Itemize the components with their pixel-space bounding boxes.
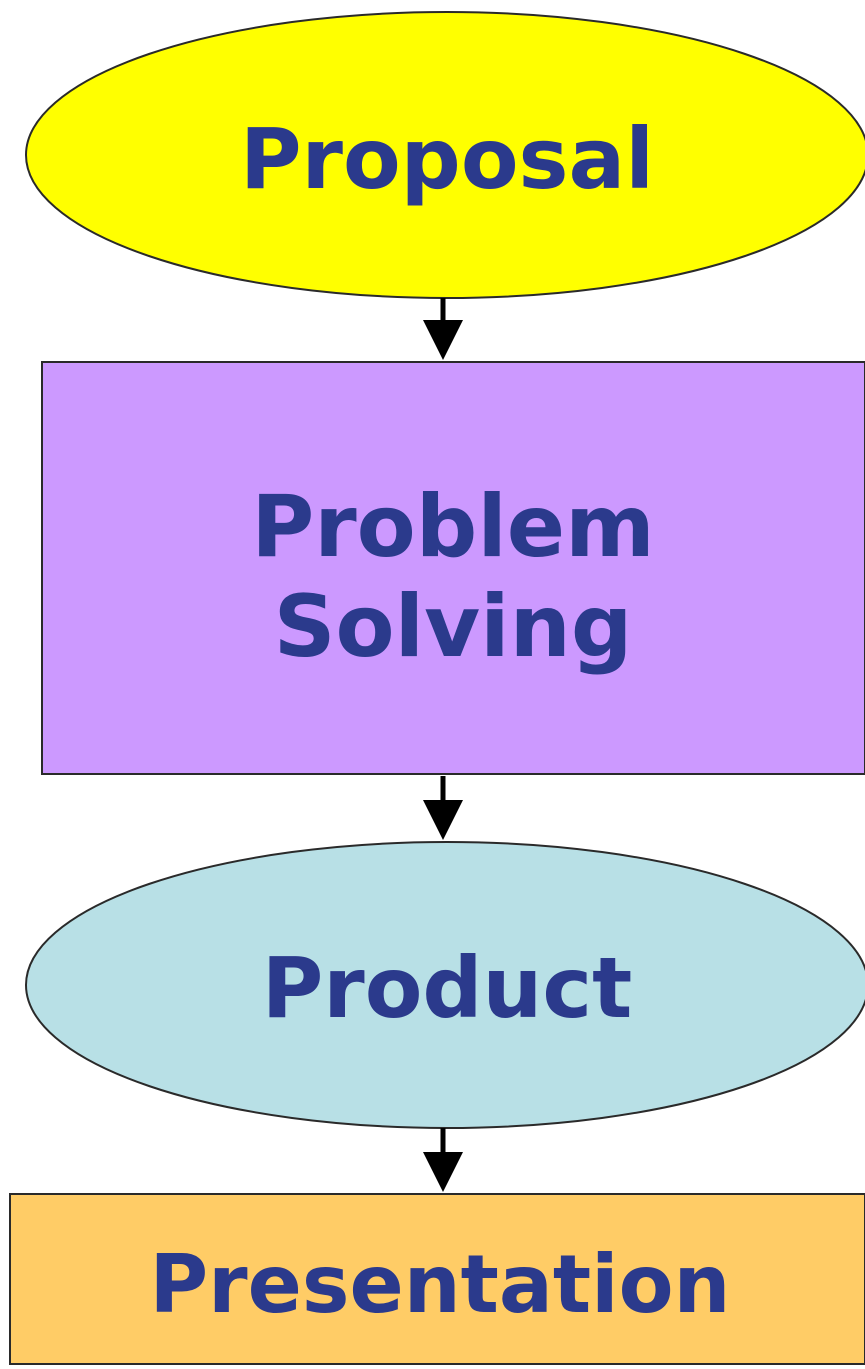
problem-solving-box [41,361,865,775]
node-product: Product [25,841,865,1129]
presentation-label: Presentation [150,1238,731,1331]
node-problem-solving: Problem Solving [41,361,865,775]
proposal-ellipse [25,11,865,299]
arrow-head [423,320,463,360]
proposal-label: Proposal [240,110,654,208]
node-proposal: Proposal [25,11,865,299]
arrow-head [423,800,463,840]
problem-solving-label-line-2: Solving [274,577,633,677]
arrow-problem-solving-to-product [423,776,463,840]
presentation-box [9,1193,865,1365]
arrow-head [423,1152,463,1192]
product-ellipse [25,841,865,1129]
arrow-product-to-presentation [423,1128,463,1192]
product-label: Product [262,939,633,1037]
problem-solving-label-line-1: Problem [251,477,655,577]
arrow-proposal-to-problem-solving [423,298,463,360]
node-presentation: Presentation [9,1193,865,1365]
